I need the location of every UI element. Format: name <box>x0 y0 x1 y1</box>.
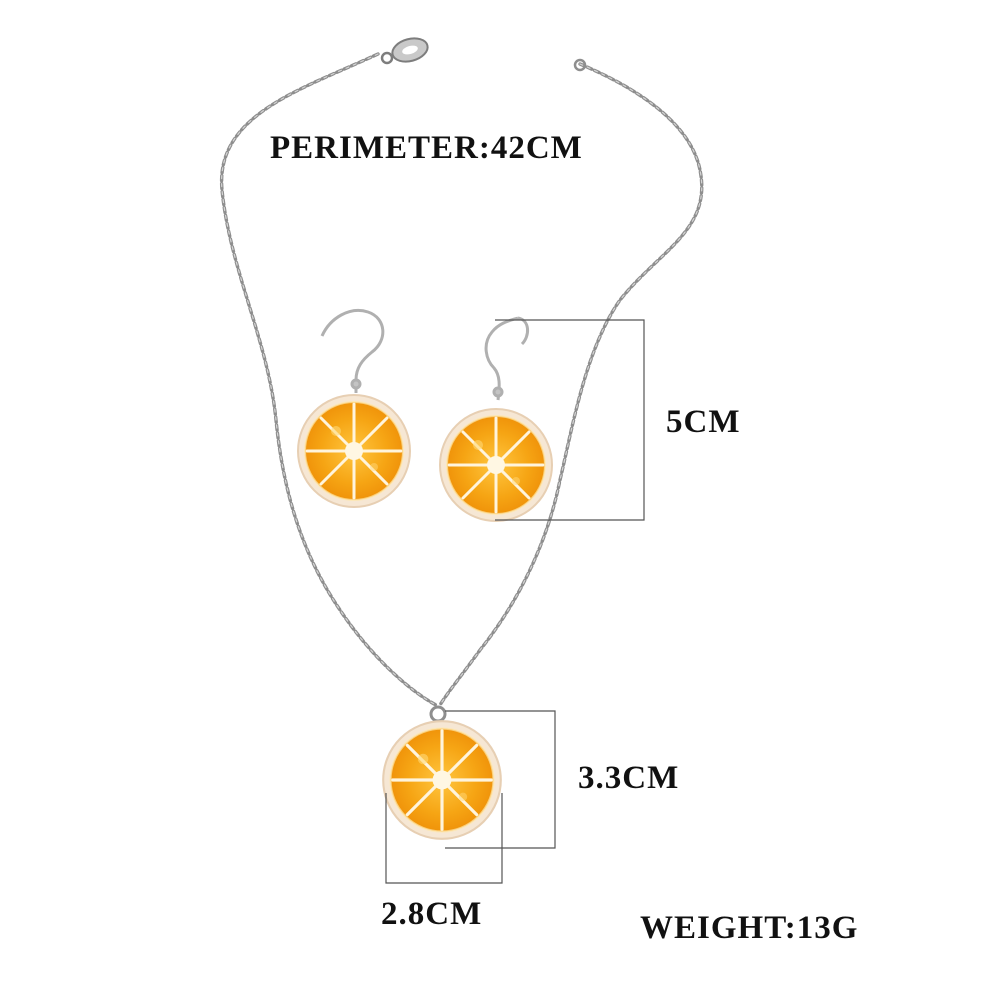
pendant-slice <box>381 719 503 841</box>
earring-height-label: 5CM <box>666 404 741 440</box>
dimension-lines <box>385 319 645 884</box>
earring-slice-right <box>438 407 554 523</box>
chain-end-ring <box>573 58 587 72</box>
pendant-width-label: 2.8CM <box>381 896 483 932</box>
earring-slice-left <box>296 393 412 509</box>
earring-hook-left <box>320 309 385 393</box>
weight-label: WEIGHT:13G <box>640 910 859 946</box>
earring-hook-right <box>484 316 529 401</box>
necklace-chain <box>220 52 704 707</box>
perimeter-label: PERIMETER:42CM <box>270 130 583 166</box>
pendant-bail <box>429 705 447 723</box>
pendant-height-label: 3.3CM <box>578 760 680 796</box>
lobster-clasp <box>380 37 429 65</box>
